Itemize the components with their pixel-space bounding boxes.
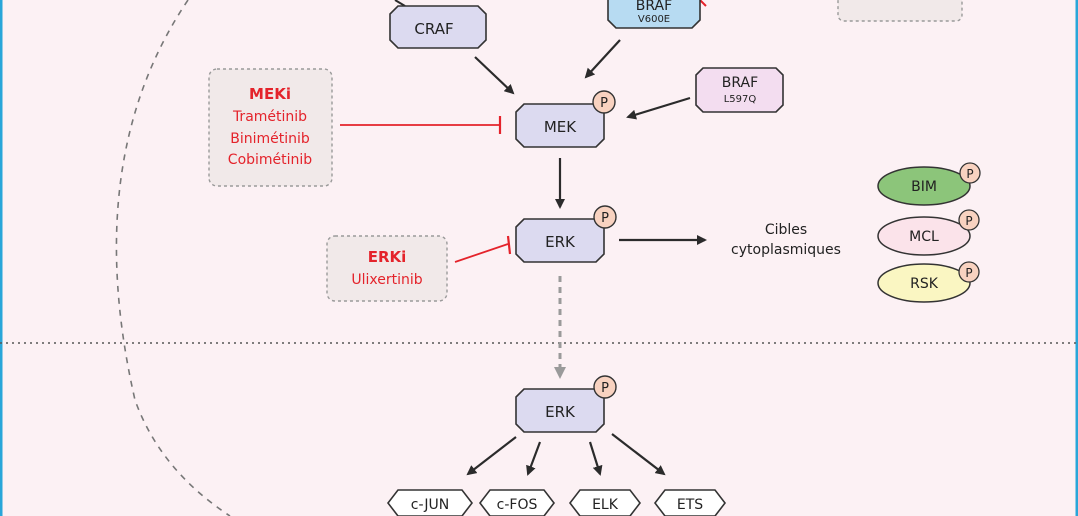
cytoplasmic-targets-label-line2: cytoplasmiques <box>731 242 841 258</box>
meki-drug-binimetinib: Binimétinib <box>230 131 310 147</box>
cell-membrane <box>115 0 231 516</box>
erki-box: ERKi Ulixertinib <box>326 235 448 302</box>
target-bim-phospho-label: P <box>966 167 973 181</box>
braf-v600e-mutation: V600E <box>638 14 670 25</box>
upstream-arrow-stub <box>394 0 406 7</box>
tf-cjun-label: c-JUN <box>411 497 449 513</box>
target-mcl-label: MCL <box>909 229 939 245</box>
cytoplasmic-targets-label-line1: Cibles <box>765 222 807 238</box>
arrow-braf-l597q-to-mek <box>626 96 691 120</box>
braf-l597q-mutation: L597Q <box>724 94 757 105</box>
tf-elk-label: ELK <box>592 497 619 513</box>
erki-inhibition-line <box>454 243 509 263</box>
arrow-erk-to-cfos <box>526 441 542 476</box>
target-bim-phospho-badge <box>959 162 981 184</box>
erk-cytoplasm-phospho-label: P <box>601 211 609 226</box>
mek-phospho-label: P <box>600 96 608 111</box>
inhibitor-box-partial <box>837 0 963 22</box>
craf-label: CRAF <box>414 20 453 38</box>
tf-cjun: c-JUN <box>386 489 474 516</box>
arrow-erk-to-ets <box>611 433 666 476</box>
meki-box: MEKi Tramétinib Binimétinib Cobimétinib <box>208 68 333 187</box>
craf-node: CRAF <box>389 5 487 49</box>
target-rsk-phospho-label: P <box>965 266 972 280</box>
arrow-braf-v600e-to-mek <box>584 39 621 79</box>
mek-label: MEK <box>544 118 577 136</box>
arrow-erk-to-cjun <box>466 436 517 476</box>
erki-title: ERKi <box>368 248 407 266</box>
erk-cytoplasm-phospho-badge <box>593 205 617 229</box>
target-mcl-phospho-label: P <box>965 214 972 228</box>
tf-cfos-label: c-FOS <box>497 497 538 513</box>
inhibition-stub <box>699 0 707 7</box>
meki-title: MEKi <box>249 85 291 103</box>
meki-drug-trametinib: Tramétinib <box>232 109 307 125</box>
target-rsk-label: RSK <box>910 276 939 292</box>
braf-l597q-node: BRAF L597Q <box>695 67 784 113</box>
target-bim: BIM P <box>877 162 981 206</box>
tf-elk: ELK <box>568 489 642 516</box>
erk-cytoplasm-node: ERK P <box>515 205 617 263</box>
erk-nucleus-label: ERK <box>545 403 576 421</box>
target-mcl-phospho-badge <box>958 209 980 231</box>
mek-node: MEK P <box>515 90 616 148</box>
erk-nucleus-node: ERK P <box>515 375 617 433</box>
braf-v600e-node: BRAF V600E <box>607 0 701 29</box>
arrow-erk-to-elk <box>588 441 603 476</box>
target-rsk-phospho-badge <box>958 261 980 283</box>
braf-v600e-name: BRAF <box>636 0 672 14</box>
braf-l597q-name: BRAF <box>722 75 758 91</box>
target-bim-label: BIM <box>911 179 937 195</box>
erki-drug-ulixertinib: Ulixertinib <box>351 272 422 288</box>
tf-ets-label: ETS <box>677 497 703 513</box>
target-mcl: MCL P <box>877 209 980 256</box>
erk-cytoplasm-label: ERK <box>545 233 576 251</box>
meki-drug-cobimetinib: Cobimétinib <box>228 152 313 168</box>
erk-nucleus-phospho-badge <box>593 375 617 399</box>
arrow-craf-to-mek <box>474 56 515 95</box>
mek-phospho-badge <box>592 90 616 114</box>
target-rsk: RSK P <box>877 261 980 303</box>
erk-nucleus-phospho-label: P <box>601 381 609 396</box>
erki-inhibition-bar <box>506 235 512 255</box>
tf-ets: ETS <box>653 489 727 516</box>
tf-cfos: c-FOS <box>478 489 556 516</box>
